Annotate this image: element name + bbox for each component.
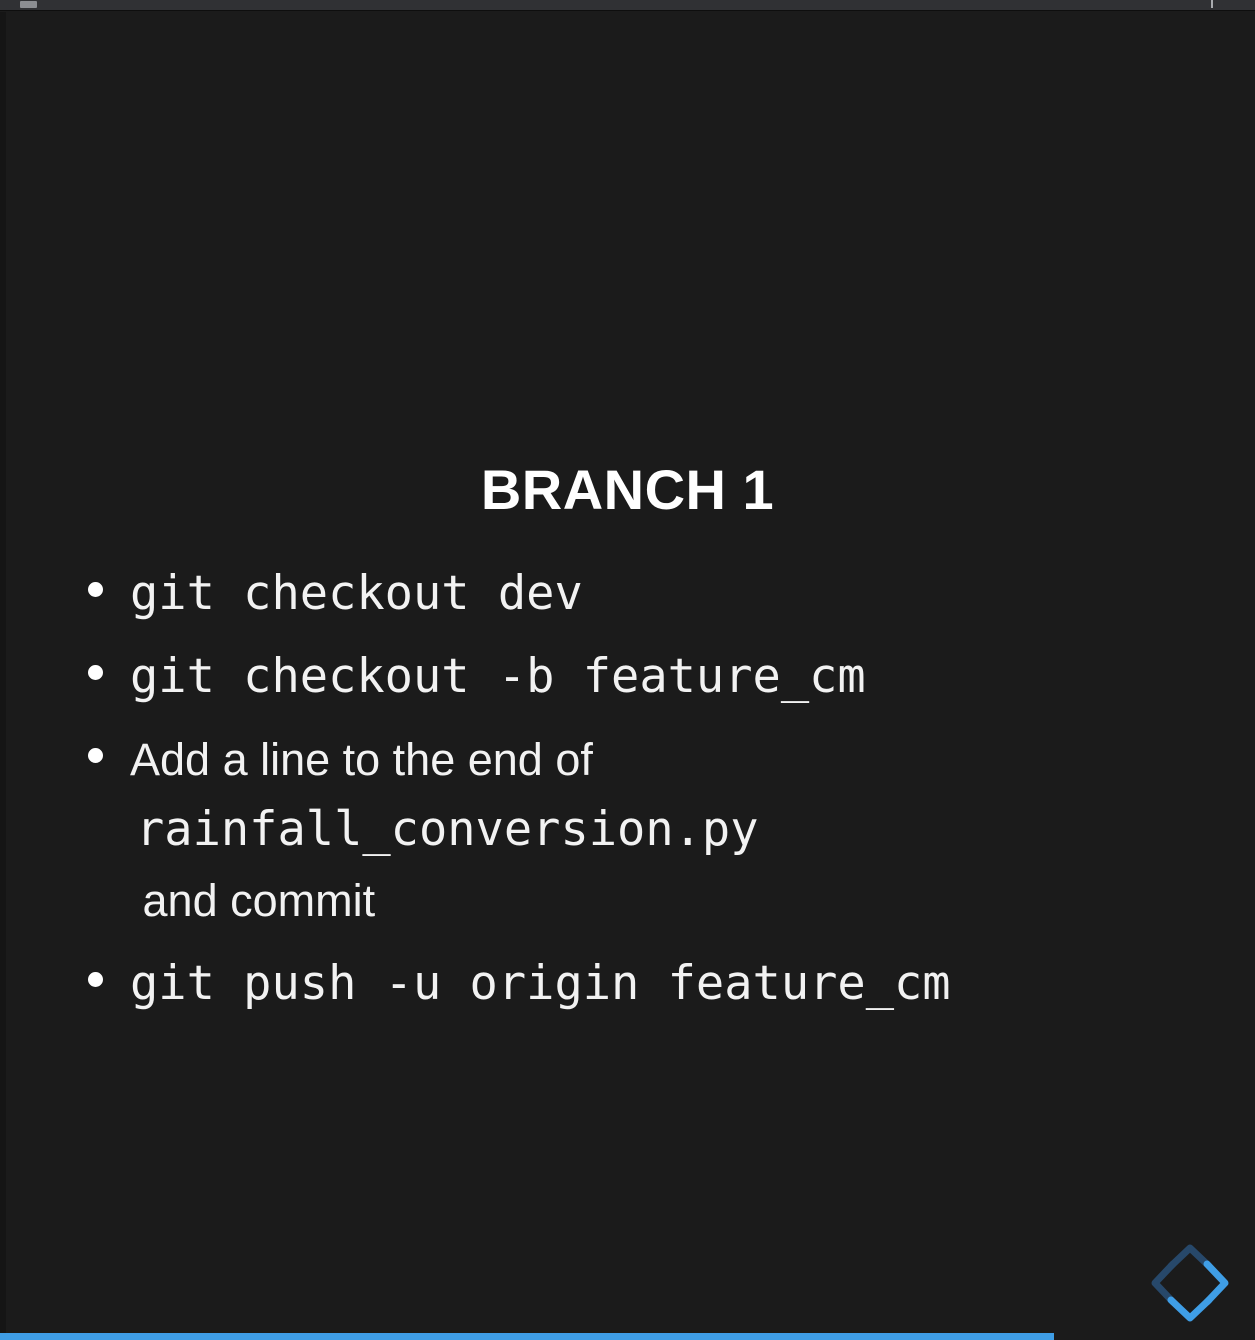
- list-item-text: git push -u origin feature_cm: [130, 948, 1198, 1019]
- slide-content: BRANCH 1 git checkout dev git checkout -b…: [0, 12, 1255, 1334]
- window-drag-handle[interactable]: [20, 1, 37, 8]
- slide-bullet-list: git checkout dev git checkout -b feature_…: [78, 558, 1198, 1031]
- bullet-dot-icon: [88, 748, 103, 763]
- list-item: Add a line to the end of rainfall_convers…: [78, 724, 1198, 936]
- list-item-text: git checkout -b feature_cm: [130, 641, 1198, 712]
- text-segment-prose: and commit: [130, 875, 376, 926]
- toolbar-tick-marker: [1211, 0, 1213, 8]
- list-item-text: git checkout dev: [130, 558, 1198, 629]
- chevron-right-icon[interactable]: [1203, 1260, 1229, 1306]
- list-item-text: Add a line to the end of rainfall_convers…: [130, 724, 1198, 936]
- slide-navigation-pad[interactable]: [1141, 1234, 1239, 1332]
- bullet-dot-icon: [88, 582, 103, 597]
- list-item: git checkout -b feature_cm: [78, 641, 1198, 712]
- text-segment-prose: Add a line to the end of: [130, 734, 593, 785]
- text-segment-mono: git checkout dev: [130, 566, 583, 621]
- stage-left-gutter: [0, 12, 6, 1334]
- text-segment-mono: git checkout -b feature_cm: [130, 649, 866, 704]
- text-segment-mono: git push -u origin feature_cm: [130, 956, 951, 1011]
- bullet-dot-icon: [88, 972, 103, 987]
- chevron-left-icon[interactable]: [1151, 1260, 1177, 1306]
- bullet-dot-icon: [88, 665, 103, 680]
- app-top-bar: [0, 0, 1255, 11]
- chevron-down-icon[interactable]: [1167, 1296, 1213, 1322]
- slide-title: BRANCH 1: [480, 458, 775, 521]
- text-segment-mono: rainfall_conversion.py: [136, 802, 759, 857]
- slide-progress-fill: [0, 1333, 1055, 1340]
- list-item: git push -u origin feature_cm: [78, 948, 1198, 1019]
- chevron-up-icon[interactable]: [1167, 1244, 1213, 1270]
- list-item: git checkout dev: [78, 558, 1198, 629]
- slide-stage[interactable]: BRANCH 1 git checkout dev git checkout -b…: [0, 12, 1255, 1334]
- slide-progress-track[interactable]: [0, 1333, 1255, 1340]
